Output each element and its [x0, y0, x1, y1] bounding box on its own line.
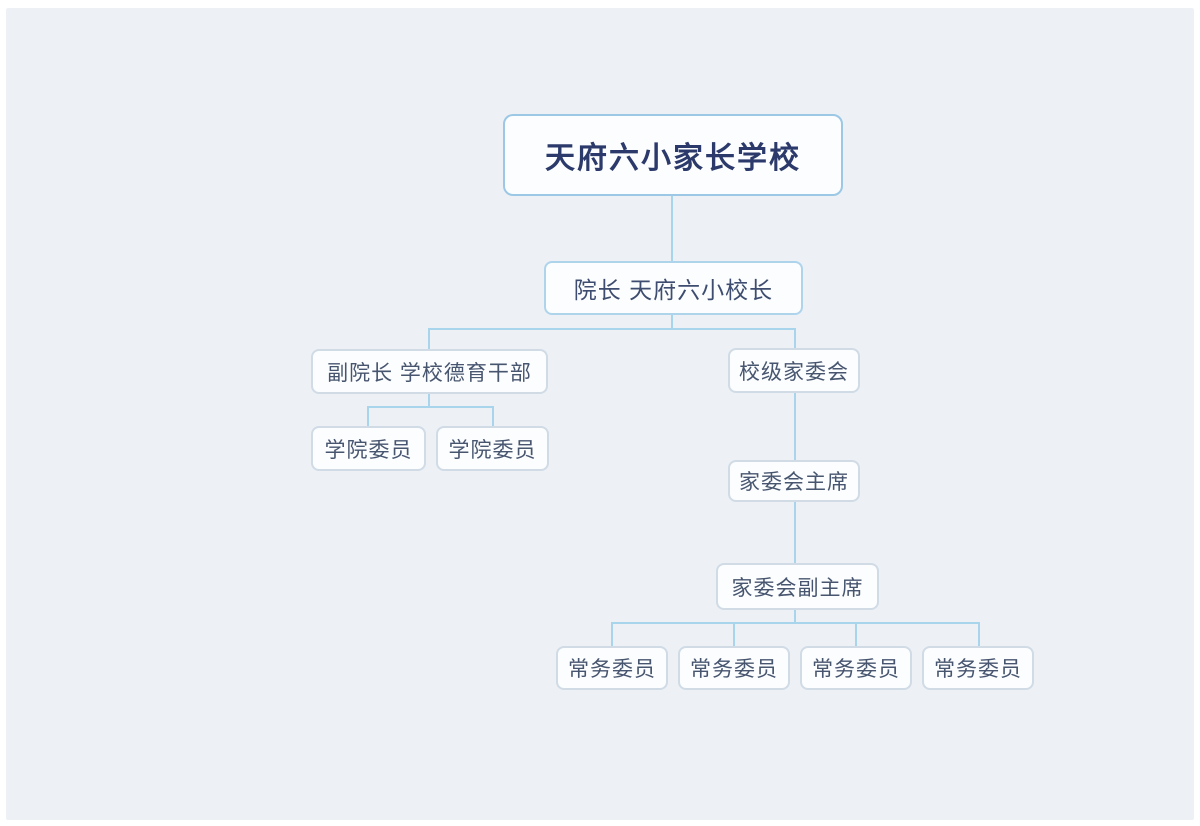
- connector-school-committee-chair: [794, 393, 796, 460]
- orgchart-canvas: 天府六小家长学校 院长 天府六小校长 副院长 学校德育干部 校级家委会 学院委员…: [6, 8, 1194, 820]
- org-node-academy-member-1: 学院委员: [311, 426, 426, 471]
- connector-dean-children-horizontal: [428, 328, 796, 330]
- org-node-standing-member-1: 常务委员: [556, 646, 668, 690]
- org-node-vice-chair: 家委会副主席: [716, 563, 879, 610]
- connector-drop-academy-member-2: [492, 406, 494, 426]
- org-node-school-committee: 校级家委会: [728, 348, 860, 393]
- connector-vice-dean-stem: [428, 394, 430, 408]
- connector-dean-stem: [671, 315, 673, 330]
- org-node-academy-member-2: 学院委员: [436, 426, 549, 471]
- connector-drop-standing-member-1: [611, 622, 613, 646]
- org-node-vice-dean: 副院长 学校德育干部: [311, 349, 548, 394]
- connector-vice-dean-children-horizontal: [367, 406, 494, 408]
- connector-vice-chair-children-horizontal: [611, 622, 980, 624]
- connector-drop-school-committee: [794, 328, 796, 349]
- org-node-standing-member-2: 常务委员: [678, 646, 790, 690]
- connector-drop-academy-member-1: [367, 406, 369, 426]
- org-node-root: 天府六小家长学校: [503, 114, 843, 196]
- org-node-standing-member-3: 常务委员: [800, 646, 912, 690]
- connector-drop-standing-member-2: [733, 622, 735, 646]
- connector-drop-vice-dean: [428, 328, 430, 349]
- org-node-dean: 院长 天府六小校长: [544, 261, 803, 315]
- connector-chair-vice-chair: [794, 502, 796, 563]
- org-node-chair: 家委会主席: [728, 460, 860, 502]
- org-node-standing-member-4: 常务委员: [922, 646, 1034, 690]
- connector-drop-standing-member-3: [855, 622, 857, 646]
- connector-root-dean: [671, 196, 673, 261]
- connector-drop-standing-member-4: [978, 622, 980, 646]
- connector-vice-chair-stem: [794, 610, 796, 624]
